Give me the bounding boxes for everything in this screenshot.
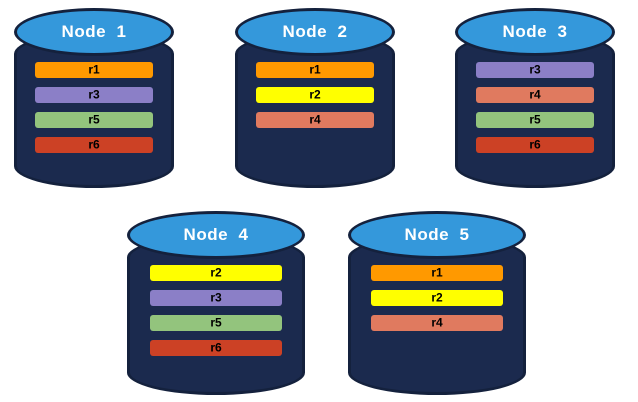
record-label: r4 [431,315,443,330]
record-label: r1 [88,62,100,77]
record-label: r6 [529,137,541,152]
record-bar[interactable]: r3 [475,62,595,78]
record-list: r3 r4 r5 r6 [455,62,615,153]
record-list: r1 r2 r4 [348,265,526,331]
record-bar[interactable]: r6 [34,137,154,153]
cylinder-body [455,32,615,188]
record-label: r3 [210,290,222,305]
record-list: r1 r3 r5 r6 [14,62,174,153]
record-bar[interactable]: r5 [34,112,154,128]
record-label: r2 [210,265,222,280]
cylinder-top-ellipse [235,8,395,56]
record-bar[interactable]: r2 [150,265,282,281]
record-label: r5 [88,112,100,127]
record-label: r2 [309,87,321,102]
record-label: r3 [529,62,541,77]
record-bar[interactable]: r4 [475,87,595,103]
record-bar[interactable]: r5 [150,315,282,331]
record-bar[interactable]: r2 [371,290,503,306]
record-label: r6 [88,137,100,152]
record-list: r2 r3 r5 r6 [127,265,305,356]
record-bar[interactable]: r3 [150,290,282,306]
record-label: r4 [529,87,541,102]
record-bar[interactable]: r3 [34,87,154,103]
record-label: r6 [210,340,222,355]
record-label: r5 [529,112,541,127]
record-bar[interactable]: r6 [150,340,282,356]
record-label: r1 [431,265,443,280]
record-bar[interactable]: r1 [34,62,154,78]
record-label: r5 [210,315,222,330]
record-bar[interactable]: r4 [255,112,375,128]
cylinder-top-ellipse [455,8,615,56]
record-label: r1 [309,62,321,77]
record-label: r3 [88,87,100,102]
record-bar[interactable]: r1 [255,62,375,78]
record-bar[interactable]: r1 [371,265,503,281]
record-bar[interactable]: r6 [475,137,595,153]
record-bar[interactable]: r4 [371,315,503,331]
cylinder-top-ellipse [348,211,526,259]
cylinder-top-ellipse [127,211,305,259]
record-label: r4 [309,112,321,127]
record-label: r2 [431,290,443,305]
record-bar[interactable]: r5 [475,112,595,128]
cylinder-top-ellipse [14,8,174,56]
record-bar[interactable]: r2 [255,87,375,103]
record-list: r1 r2 r4 [235,62,395,128]
cylinder-body [235,32,395,188]
